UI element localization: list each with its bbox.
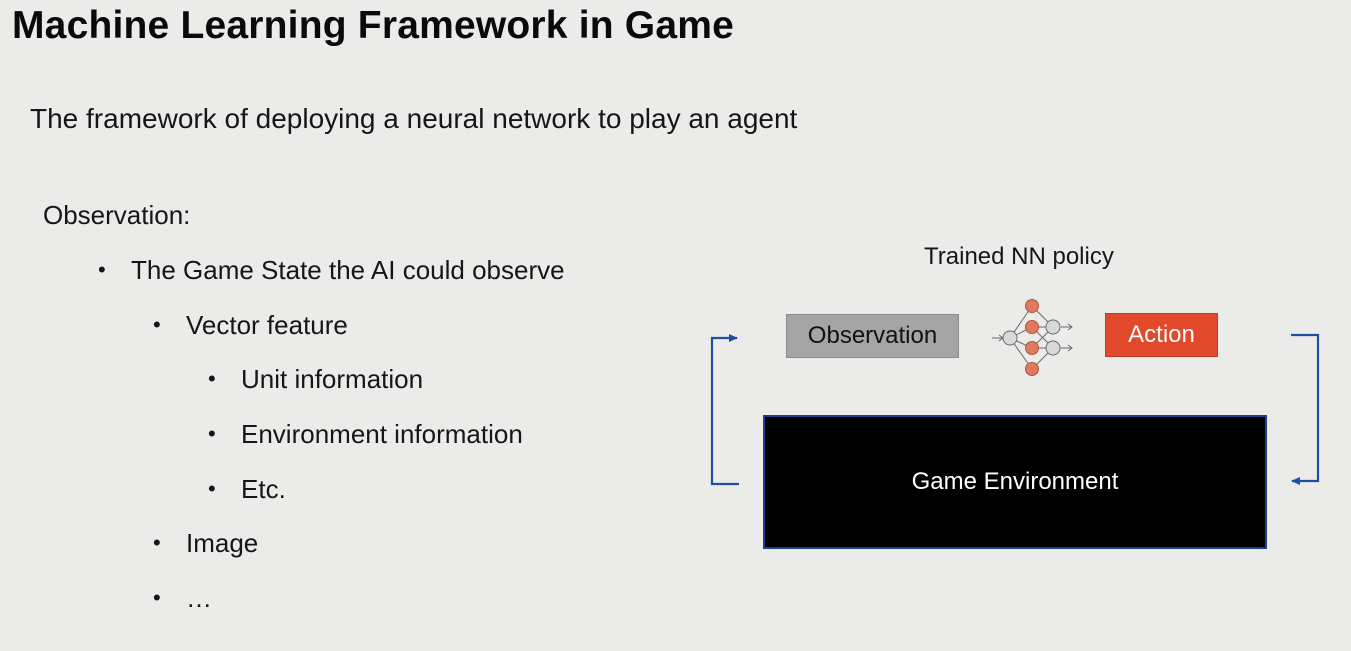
- list-item: • Unit information: [208, 364, 424, 395]
- list-item-label: Environment information: [241, 419, 523, 449]
- list-item: • …: [153, 583, 212, 614]
- env-to-observation-arrow: [710, 334, 739, 486]
- list-item-label: Image: [186, 528, 259, 558]
- bullet-dot: •: [98, 257, 106, 282]
- action-to-env-arrow: [1291, 333, 1320, 485]
- observation-heading: Observation:: [43, 200, 191, 230]
- bullet-dot: •: [208, 366, 216, 391]
- bullet-dot: •: [208, 476, 216, 501]
- action-box: Action: [1105, 313, 1218, 357]
- bullet-dot: •: [153, 312, 161, 337]
- bullet-dot: •: [153, 530, 161, 555]
- list-item-label: The Game State the AI could observe: [131, 255, 565, 285]
- list-item-label: Vector feature: [186, 310, 348, 340]
- game-environment-box: Game Environment: [763, 415, 1267, 549]
- list-item: • Image: [153, 528, 259, 559]
- nn-policy-caption: Trained NN policy: [924, 243, 1114, 270]
- bullet-dot: •: [153, 585, 161, 610]
- list-item: • Environment information: [208, 419, 523, 450]
- list-item: • Vector feature: [153, 310, 348, 341]
- bullet-dot: •: [208, 421, 216, 446]
- neural-network-icon: [992, 299, 1073, 376]
- list-item: • Etc.: [208, 474, 286, 505]
- slide-subtitle: The framework of deploying a neural netw…: [30, 103, 798, 134]
- list-item-label: Unit information: [241, 364, 424, 394]
- list-item: • The Game State the AI could observe: [98, 255, 565, 286]
- slide-title: Machine Learning Framework in Game: [12, 4, 734, 47]
- list-item-label: Etc.: [241, 474, 286, 504]
- observation-box: Observation: [786, 314, 959, 358]
- list-item-label: …: [186, 583, 212, 613]
